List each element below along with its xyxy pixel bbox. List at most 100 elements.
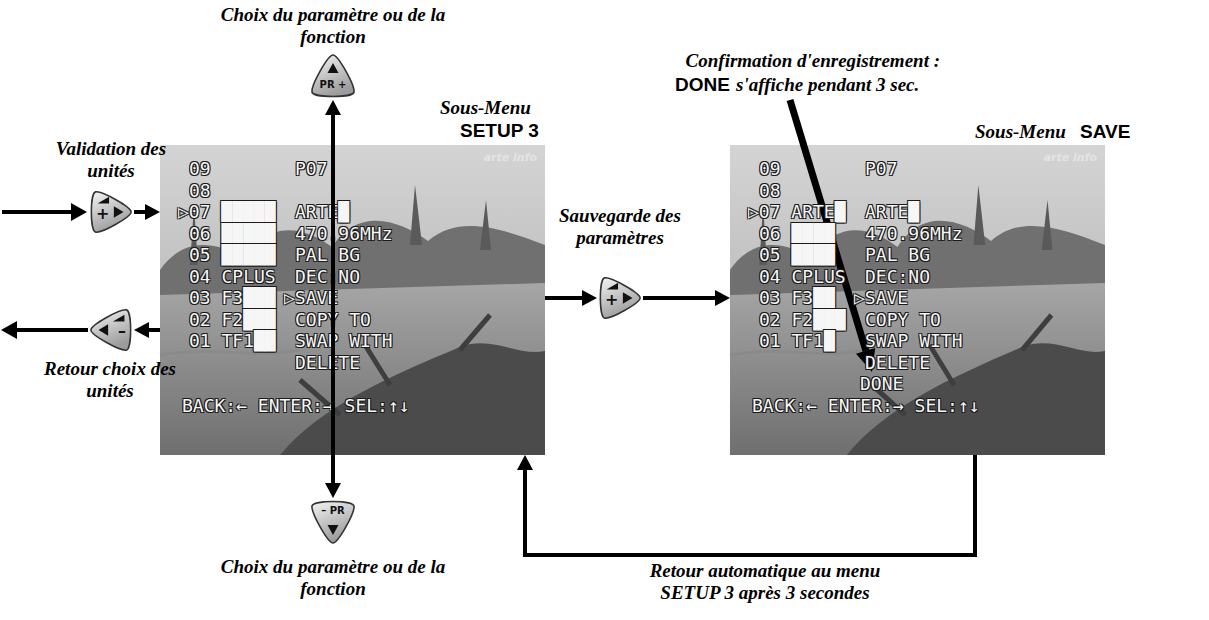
- screen-text: P07: [295, 159, 328, 179]
- screen-text: 03 F3███: [189, 288, 276, 308]
- connector-arrow: [517, 455, 975, 555]
- remote-button: –: [88, 307, 134, 353]
- arrow-head: [582, 290, 597, 306]
- connector-arrow: [134, 322, 160, 338]
- connector-line: [525, 455, 975, 555]
- button-shape: [88, 189, 134, 235]
- arrow-head: [145, 204, 160, 220]
- screen-text: 06 ████: [759, 224, 835, 244]
- screen-text: 08: [189, 181, 211, 201]
- screen-text: 02 F2███: [189, 310, 276, 330]
- button-shape: [88, 307, 134, 353]
- screen-text: SWAP WITH: [295, 331, 393, 351]
- button-icon: [114, 206, 124, 218]
- button-label: –: [118, 321, 126, 340]
- screen-text: 01 TF1██: [189, 331, 276, 351]
- button-icon: [623, 292, 633, 304]
- button-icon: [98, 197, 110, 204]
- note-label: Sauvegarde des paramètres: [558, 205, 682, 249]
- note-label: Confirmation d'enregistrement :: [630, 50, 940, 72]
- tv-screen: Sous-MenuSETUP 3arte info0908▷07 █████06…: [160, 145, 545, 455]
- button-label: – PR: [309, 505, 357, 516]
- note-label: Retour choix des unités: [30, 358, 190, 402]
- screen-text: PAL BG: [865, 245, 930, 265]
- connector-line: [147, 328, 160, 332]
- edge-label: Retour automatique au menu SETUP 3 après…: [630, 560, 900, 604]
- screen-text: 470.96MHz: [295, 224, 393, 244]
- button-outline: [91, 310, 131, 350]
- remote-button: +: [597, 275, 643, 321]
- screen-text: ARTE█: [295, 202, 349, 222]
- button-icon: [328, 525, 339, 535]
- screen-text: ▷07 ARTE█: [748, 202, 846, 222]
- screen-text: PAL BG: [295, 245, 360, 265]
- arrow-head: [517, 455, 533, 470]
- connector-line: [643, 296, 717, 300]
- screen-text: COPY TO: [295, 310, 371, 330]
- menu-heading: Sous-Menu: [975, 121, 1066, 143]
- screen-text: 05 █████: [189, 245, 276, 265]
- arrow-head: [325, 100, 341, 115]
- button-icon: [607, 283, 619, 290]
- button-label: +: [96, 204, 109, 223]
- screen-text: 05 ████: [759, 245, 835, 265]
- note-label: Choix du paramètre ou de la fonction: [203, 4, 463, 48]
- screen-text: 04 CPLUS: [189, 267, 276, 287]
- screen-text: DELETE: [865, 353, 930, 373]
- button-outline: [312, 55, 354, 97]
- screen-text: ▷07 █████: [178, 202, 276, 222]
- screen-text: COPY TO: [865, 310, 941, 330]
- channel-logo: arte info: [1044, 151, 1097, 164]
- screen-text: 01 TF1█: [759, 331, 835, 351]
- button-label: +: [605, 290, 618, 309]
- screen-text: DEC:NO: [295, 267, 360, 287]
- input-arrow: [2, 210, 72, 214]
- screen-text: 09: [759, 159, 781, 179]
- screen-picture: [160, 145, 545, 455]
- screen-text: 08: [759, 181, 781, 201]
- screen-text: 04 CPLUS: [759, 267, 846, 287]
- screen-text: 02 F2███: [759, 310, 846, 330]
- screen-text: DONE: [860, 374, 903, 394]
- menu-heading: SETUP 3: [460, 120, 539, 142]
- button-shape: [309, 52, 357, 100]
- menu-heading: SAVE: [1080, 121, 1130, 143]
- button-label: PR +: [309, 79, 357, 90]
- connector-line: [134, 210, 147, 214]
- screen-text: ARTE█: [865, 202, 919, 222]
- arrow-head: [71, 203, 87, 221]
- remote-button: +: [88, 189, 134, 235]
- screen-text: P07: [865, 159, 898, 179]
- button-icon: [99, 324, 109, 336]
- screen-text: BACK:← ENTER:→ SEL:↑↓: [182, 396, 410, 416]
- screen-text: DEC:NO: [865, 267, 930, 287]
- screen-text: 470.96MHz: [865, 224, 963, 244]
- note-label: s'affiche pendant 3 sec.: [736, 74, 919, 96]
- button-outline: [91, 192, 131, 232]
- button-shape: [597, 275, 643, 321]
- menu-heading: Sous-Menu: [440, 97, 531, 119]
- connector-line: [545, 296, 584, 300]
- button-icon: [113, 315, 125, 322]
- arrow-head: [325, 483, 341, 498]
- screen-text: ▷SAVE: [854, 288, 908, 308]
- screen-text: 09: [189, 159, 211, 179]
- output-arrow: [16, 328, 88, 332]
- connector-arrow: [643, 290, 730, 306]
- channel-logo: arte info: [484, 151, 537, 164]
- button-icon: [328, 63, 339, 73]
- screen-text: DELETE: [295, 353, 360, 373]
- screen-text: 03 F3██: [759, 288, 835, 308]
- screen-text: SWAP WITH: [865, 331, 963, 351]
- arrow-head: [1, 321, 17, 339]
- tv-screen: Sous-MenuSAVEarte info0908▷07 ARTE█06 ██…: [730, 145, 1105, 455]
- note-label: Choix du paramètre ou de la fonction: [203, 556, 463, 600]
- remote-button: – PR: [309, 498, 357, 546]
- arrow-head: [134, 322, 149, 338]
- arrow-head: [715, 290, 730, 306]
- screen-picture: [730, 145, 1105, 455]
- connector-arrow: [545, 290, 597, 306]
- note-label: Validation des unités: [38, 138, 184, 182]
- note-label: DONE: [675, 74, 730, 96]
